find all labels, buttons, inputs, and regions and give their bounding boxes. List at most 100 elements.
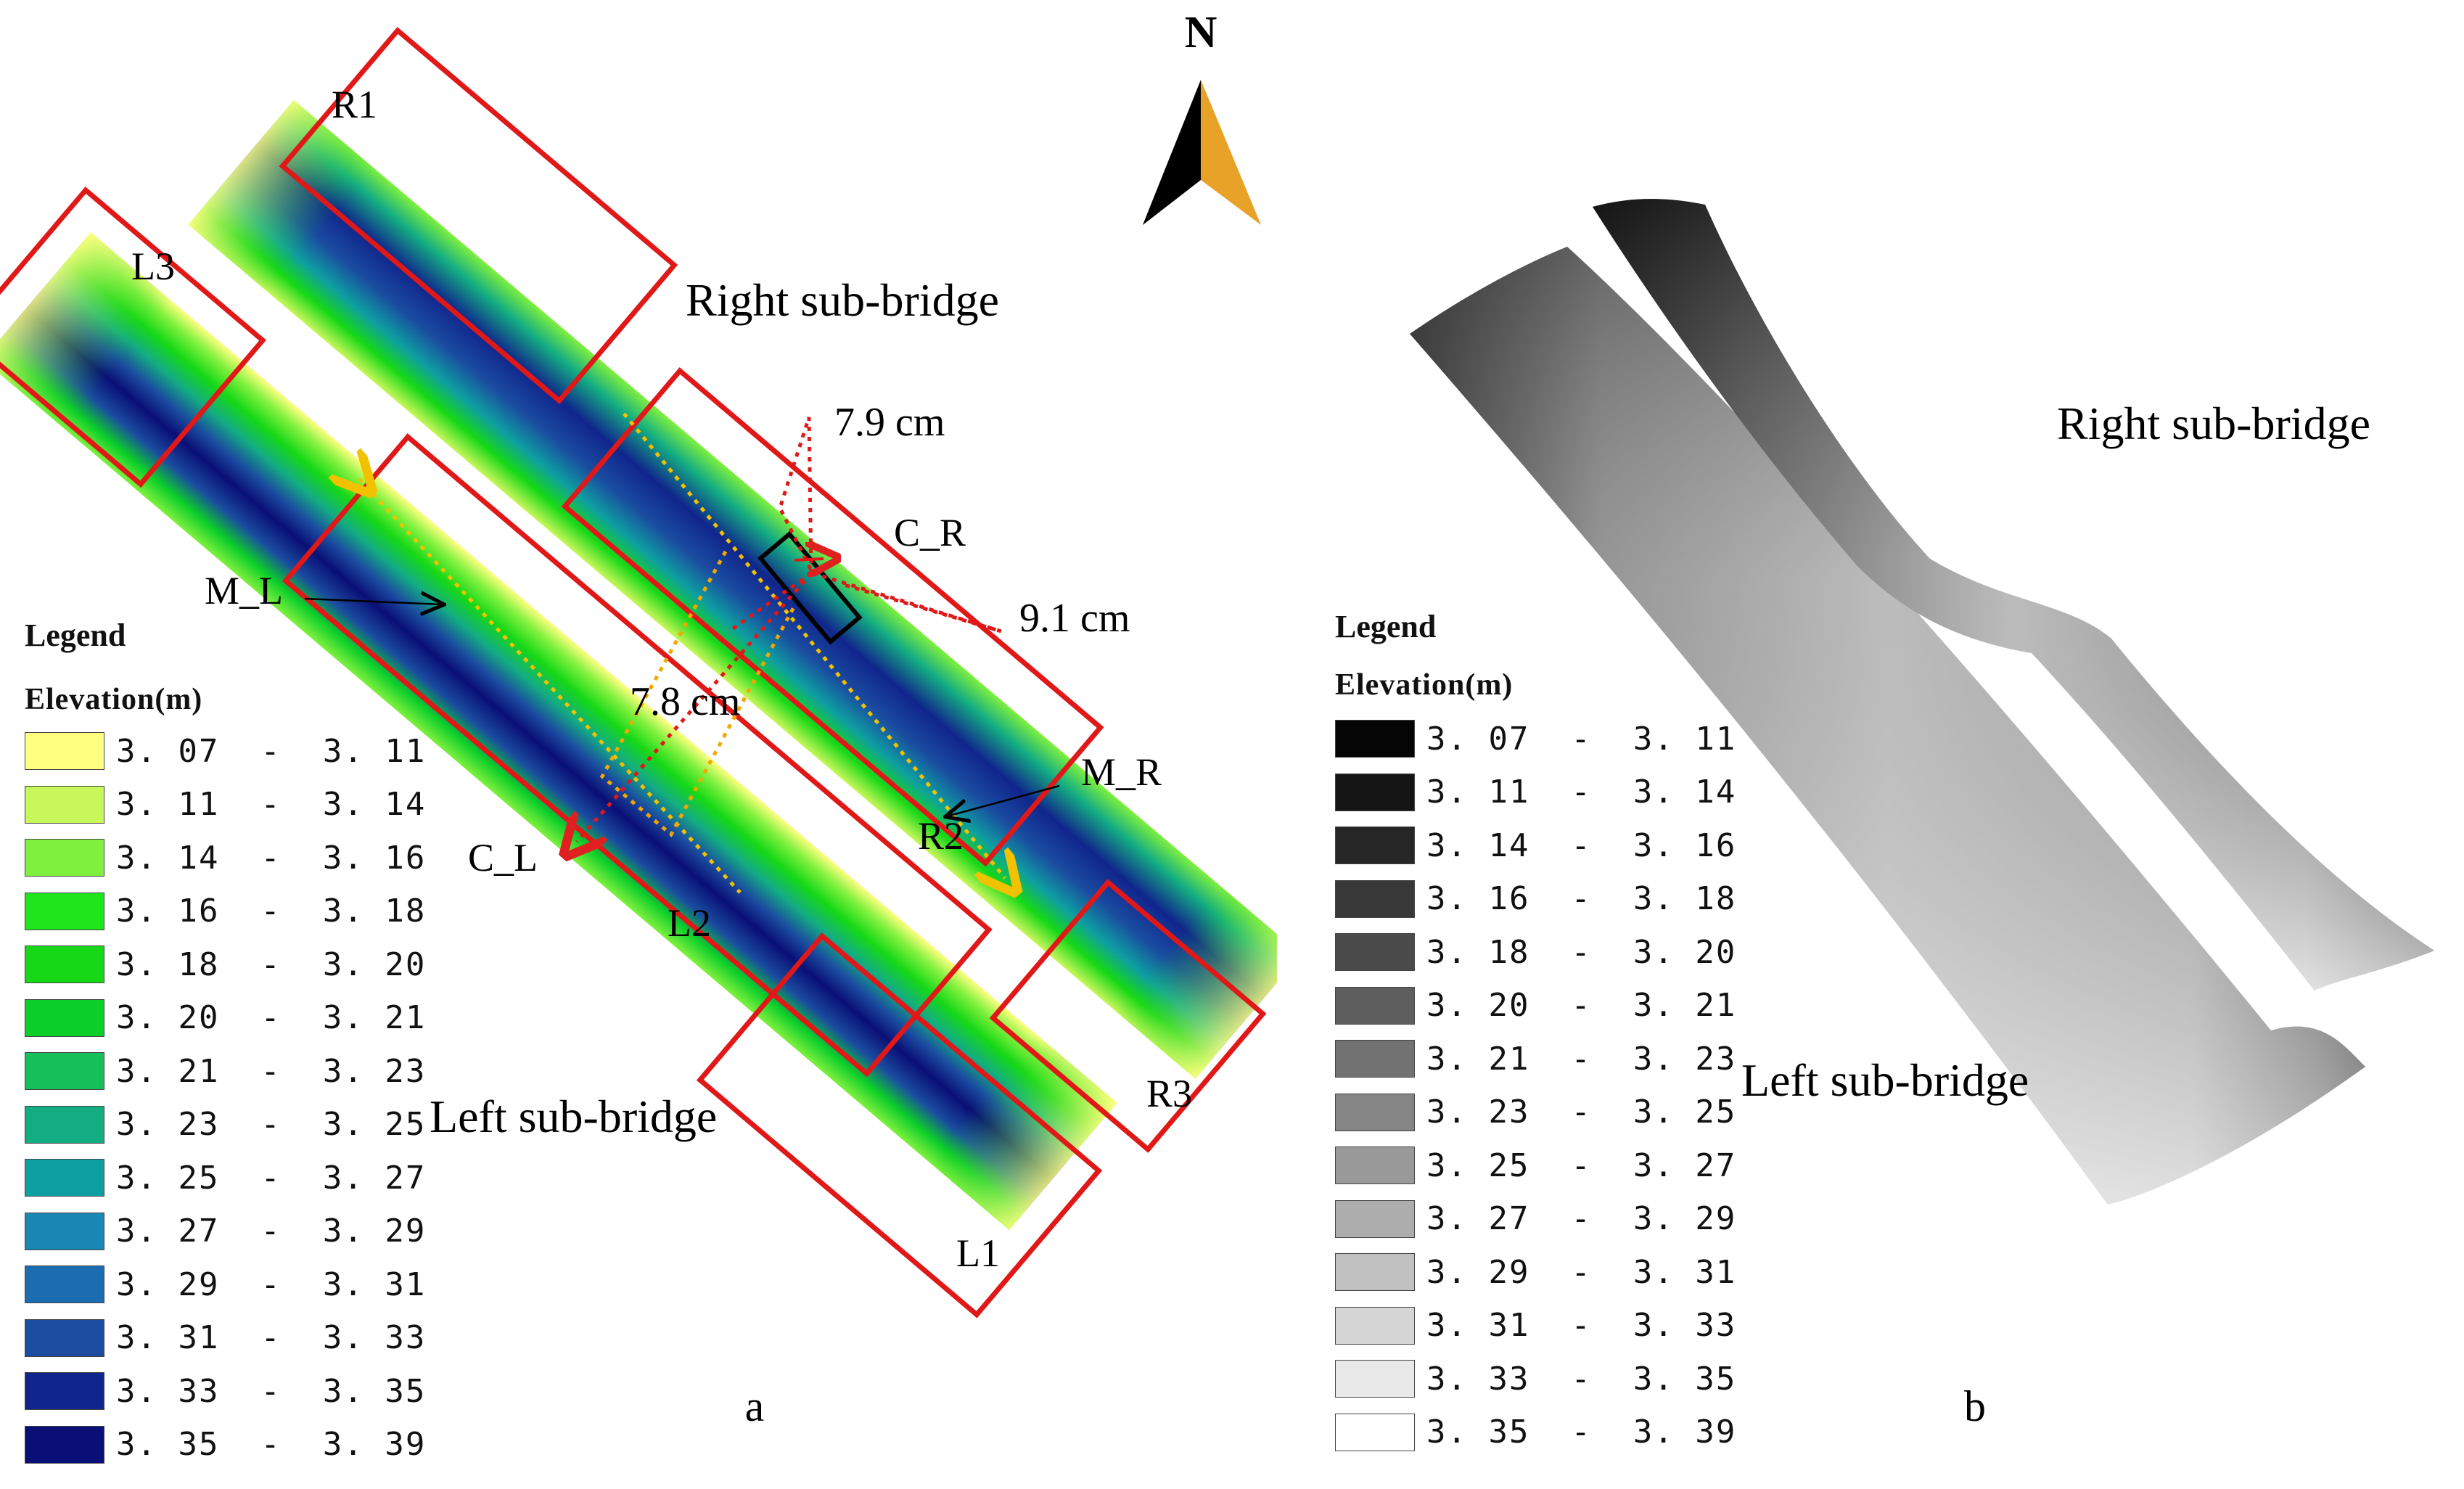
legend-swatch <box>25 998 104 1037</box>
legend-label: 3. 25 - 3. 27 <box>1426 1147 1737 1184</box>
segment-box-r1 <box>279 27 678 405</box>
legend-item: 3. 27 - 3. 29 <box>1335 1197 1736 1241</box>
legend-swatch <box>25 1372 104 1410</box>
legend-label: 3. 29 - 3. 31 <box>116 1266 427 1303</box>
legend-swatch <box>1335 879 1415 918</box>
legend-item: 3. 33 - 3. 35 <box>25 1369 426 1413</box>
label-measure-7-9: 7.9 cm <box>834 400 945 445</box>
label-l1: L1 <box>956 1231 1000 1275</box>
label-right-sub-bridge: Right sub-bridge <box>686 274 999 326</box>
legend-item: 3. 14 - 3. 16 <box>1335 824 1736 867</box>
legend-item: 3. 31 - 3. 33 <box>1335 1304 1736 1348</box>
label-left-sub-bridge: Left sub-bridge <box>430 1091 717 1142</box>
legend-label: 3. 14 - 3. 16 <box>1426 826 1737 864</box>
legend-swatch <box>1335 773 1415 811</box>
label-c-l: C_L <box>468 836 538 879</box>
legend-item: 3. 29 - 3. 31 <box>1335 1250 1736 1294</box>
label-m-l: M_L <box>205 569 283 612</box>
label-left-sub-bridge-b: Left sub-bridge <box>1741 1054 2029 1106</box>
legend-swatch <box>1335 933 1415 971</box>
legend-swatch <box>25 1266 104 1303</box>
legend-swatch <box>1335 826 1415 864</box>
legend-swatch <box>25 1425 104 1464</box>
label-l3: L3 <box>131 245 175 288</box>
panel-b-grayscale-elevation-map: Right sub-bridge Left sub-bridge b Legen… <box>1291 0 2464 1485</box>
segment-box-l3 <box>0 186 266 488</box>
legend-swatch <box>25 1159 104 1197</box>
legend-item: 3. 23 - 3. 25 <box>1335 1091 1736 1134</box>
panel-a-map-canvas: N R1 L3 R2 L2 R3 L1 C_R C_L M_L M_R 7.9 … <box>0 8 1302 1430</box>
legend-swatch <box>25 839 104 877</box>
legend-swatch <box>1335 1199 1415 1238</box>
c-r-red-arrow <box>794 559 824 560</box>
legend-label: 3. 27 - 3. 29 <box>116 1213 427 1250</box>
legend-item: 3. 20 - 3. 21 <box>1335 984 1736 1027</box>
legend-swatch <box>25 892 104 930</box>
legend-item: 3. 16 - 3. 18 <box>25 890 426 933</box>
legend-label: 3. 35 - 3. 39 <box>1426 1414 1737 1451</box>
north-arrow: N <box>1143 8 1261 225</box>
legend-label: 3. 31 - 3. 33 <box>116 1319 427 1356</box>
legend-subtitle: Elevation(m) <box>1335 668 1514 702</box>
legend-label: 3. 27 - 3. 29 <box>1426 1200 1737 1237</box>
legend-item: 3. 35 - 3. 39 <box>25 1423 426 1467</box>
right-segment-boxes <box>279 27 1267 1153</box>
legend-swatch <box>25 946 104 983</box>
legend-swatch <box>1335 1360 1415 1398</box>
legend-swatch <box>25 1212 104 1250</box>
legend-swatch <box>1335 986 1415 1025</box>
legend-swatch <box>1335 1253 1415 1291</box>
legend-label: 3. 29 - 3. 31 <box>1426 1253 1737 1291</box>
legend-item: 3. 35 - 3. 39 <box>1335 1411 1736 1454</box>
legend-swatch <box>1335 1147 1415 1184</box>
legend-swatch <box>1335 720 1415 758</box>
legend-label: 3. 21 - 3. 23 <box>1426 1040 1737 1078</box>
label-r3: R3 <box>1146 1072 1192 1115</box>
legend-label: 3. 25 - 3. 27 <box>116 1159 427 1197</box>
legend-item: 3. 07 - 3. 11 <box>1335 717 1736 760</box>
legend-item: 3. 20 - 3. 21 <box>25 996 426 1040</box>
legend-label: 3. 18 - 3. 20 <box>116 946 427 983</box>
label-c-r: C_R <box>894 511 966 554</box>
legend-item: 3. 18 - 3. 20 <box>1335 930 1736 974</box>
north-label: N <box>1185 8 1217 57</box>
legend-item: 3. 25 - 3. 27 <box>25 1156 426 1199</box>
legend-swatch <box>25 1318 104 1357</box>
legend-item: 3. 25 - 3. 27 <box>1335 1144 1736 1187</box>
legend-swatch <box>25 785 104 824</box>
segment-box-r3 <box>989 879 1267 1153</box>
legend-item: 3. 33 - 3. 35 <box>1335 1357 1736 1400</box>
panel-a-colored-elevation-map: N R1 L3 R2 L2 R3 L1 C_R C_L M_L M_R 7.9 … <box>0 8 1302 1467</box>
legend-item: 3. 31 - 3. 33 <box>25 1316 426 1360</box>
legend-item: 3. 11 - 3. 14 <box>25 783 426 826</box>
legend-label: 3. 20 - 3. 21 <box>1426 987 1737 1024</box>
legend-swatch <box>1335 1093 1415 1131</box>
legend-title: Legend <box>25 618 126 653</box>
left-sub-bridge-strip <box>0 232 1117 1231</box>
legend-label: 3. 18 - 3. 20 <box>1426 933 1737 971</box>
m-r-leader <box>947 784 1060 816</box>
legend-label: 3. 16 - 3. 18 <box>116 893 427 930</box>
legend-item: 3. 16 - 3. 18 <box>1335 877 1736 921</box>
legend-item: 3. 14 - 3. 16 <box>25 836 426 879</box>
legend-item: 3. 23 - 3. 25 <box>25 1103 426 1147</box>
legend-swatch <box>25 732 104 770</box>
label-right-sub-bridge-b: Right sub-bridge <box>2057 398 2370 449</box>
legend-item: 3. 21 - 3. 23 <box>25 1049 426 1093</box>
label-measure-9-1: 9.1 cm <box>1019 596 1130 641</box>
legend-item: 3. 27 - 3. 29 <box>25 1210 426 1253</box>
panel-b-caption: b <box>1964 1382 1986 1430</box>
legend-label: 3. 33 - 3. 35 <box>1426 1360 1737 1398</box>
right-sub-bridge-strip <box>188 100 1302 1079</box>
legend-subtitle: Elevation(m) <box>25 683 203 716</box>
segment-box-r2 <box>561 367 1104 867</box>
legend-swatch <box>25 1105 104 1144</box>
legend-label: 3. 11 - 3. 14 <box>1426 774 1737 811</box>
panel-a-caption: a <box>745 1382 765 1430</box>
legend-item: 3. 18 - 3. 20 <box>25 943 426 986</box>
panel-b-map-canvas: Right sub-bridge Left sub-bridge b <box>1410 199 2434 1430</box>
legend-label: 3. 14 - 3. 16 <box>116 839 427 877</box>
legend-title: Legend <box>1335 609 1437 644</box>
red-measure-lines <box>577 417 1002 842</box>
legend-swatch <box>25 1052 104 1090</box>
